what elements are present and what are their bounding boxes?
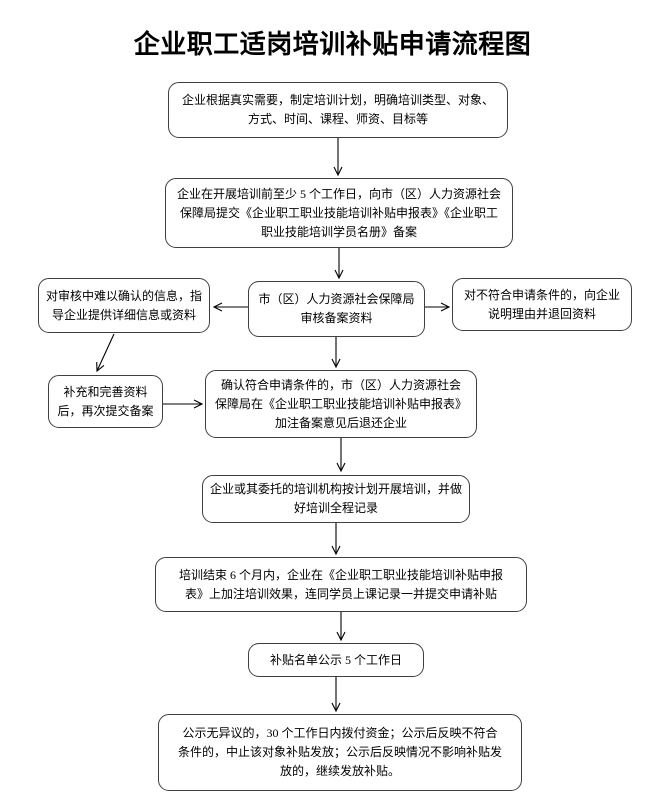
node-guide-info: 对审核中难以确认的信息，指 导企业提供详细信息或资料 [38,278,210,333]
node-reject-return: 对不符合申请条件的，向企业 说明理由并退回资料 [452,278,632,331]
node-publicity-period: 补贴名单公示 5 个工作日 [248,643,424,677]
arrow-guide-to-resubmit [96,333,115,373]
node-training-plan: 企业根据真实需要，制定培训计划，明确培训类型、对象、 方式、时间、课程、师资、目… [168,82,508,138]
page-title: 企业职工适岗培训补贴申请流程图 [133,30,532,59]
node-resubmit-filing: 补充和完善资料 后，再次提交备案 [48,375,163,428]
node-confirm-return: 确认符合申请条件的，市（区）人力资源社会 保障局在《企业职工职业技能培训补贴申报… [205,370,477,438]
node-apply-subsidy: 培训结束 6 个月内，企业在《企业职工职业技能培训补贴申报 表》上加注培训效果，… [155,557,527,612]
node-conduct-training: 企业或其委托的培训机构按计划开展培训，并做 好培训全程记录 [202,475,470,523]
node-submit-filing: 企业在开展培训前至少 5 个工作日，向市（区）人力资源社会 保障局提交《企业职工… [165,178,513,248]
node-payment-result: 公示无异议的，30 个工作日内拨付资金；公示后反映不符合 条件的，中止该对象补贴… [158,714,522,791]
node-bureau-review: 市（区）人力资源社会保障局 审核备案资料 [248,281,425,337]
